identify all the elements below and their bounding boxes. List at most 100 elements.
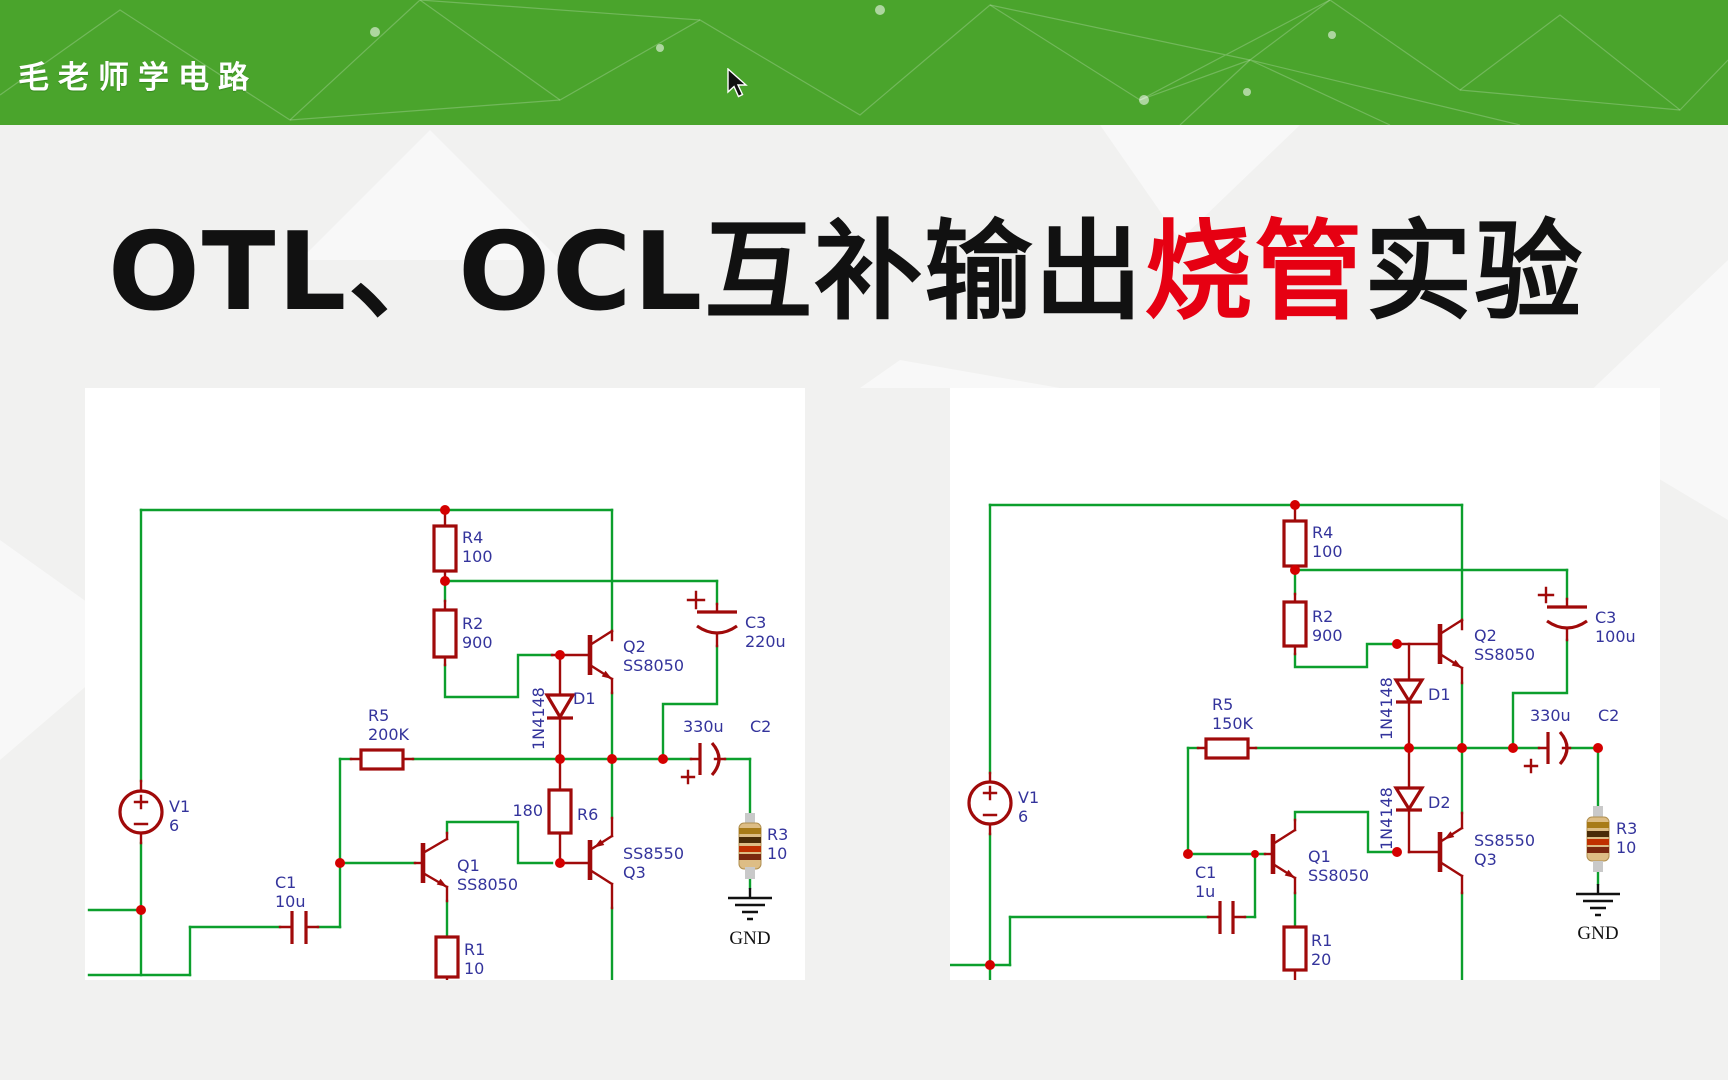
c3-name-label: C3 — [1595, 608, 1616, 627]
r1-name-label: R1 — [464, 940, 485, 959]
v1-name-label: V1 — [1018, 788, 1039, 807]
diode-D2: D2 1N4148 — [1377, 746, 1451, 854]
c2-value-label: 330u — [683, 717, 724, 736]
r4-value-label: 100 — [462, 547, 493, 566]
c1-value-label: 10u — [275, 892, 306, 911]
resistor-R3-photo: R3 10 — [738, 813, 788, 879]
gnd-label: GND — [729, 928, 770, 949]
resistor-R1: R1 20 — [1282, 925, 1332, 980]
title-suffix: 实验 — [1364, 210, 1585, 335]
capacitor-C3: C3 100u — [1537, 586, 1636, 646]
diode-D1: D1 1N4148 — [1377, 642, 1451, 750]
c2-name-label: C2 — [750, 717, 771, 736]
d1-value-label: 1N4148 — [529, 687, 548, 750]
right-junction-dots — [985, 500, 1603, 970]
transistor-Q2: Q2 SS8050 — [1395, 618, 1535, 685]
c3-value-label: 220u — [745, 632, 786, 651]
header-band: 毛老师学电路 — [0, 0, 1728, 125]
right-circuit-schematic: V1 6 R4 100 R2 900 C3 100u — [950, 500, 1637, 980]
c1-name-label: C1 — [1195, 863, 1216, 882]
transistor-Q3: SS8550 Q3 — [1407, 811, 1535, 895]
r4-name-label: R4 — [1312, 523, 1333, 542]
q3-name-label: Q3 — [623, 863, 646, 882]
resistor-R5: R5 200K — [349, 706, 415, 771]
resistor-R4: R4 100 — [432, 508, 493, 583]
resistor-R1: R1 10 — [434, 935, 485, 980]
c1-value-label: 1u — [1195, 882, 1215, 901]
d1-name-label: D1 — [573, 689, 596, 708]
transistor-Q1: Q1 SS8050 — [413, 831, 518, 903]
v1-name-label: V1 — [169, 797, 190, 816]
left-junction-dots — [136, 505, 668, 915]
capacitor-C2: 330u C2 — [680, 717, 771, 785]
d1-name-label: D1 — [1428, 685, 1451, 704]
d2-value-label: 1N4148 — [1377, 787, 1396, 850]
d2-name-label: D2 — [1428, 793, 1451, 812]
r6-value-label: 180 — [512, 801, 543, 820]
r3-value-label: 10 — [767, 844, 787, 863]
left-circuit-wires — [87, 508, 752, 980]
r3-name-label: R3 — [767, 825, 788, 844]
r5-value-label: 200K — [368, 725, 410, 744]
capacitor-C2: 330u C2 — [1523, 706, 1619, 774]
q2-name-label: Q2 — [1474, 626, 1497, 645]
c1-name-label: C1 — [275, 873, 296, 892]
q1-value-label: SS8050 — [1308, 866, 1369, 885]
r2-name-label: R2 — [462, 614, 483, 633]
right-circuit-panel: V1 6 R4 100 R2 900 C3 100u — [950, 388, 1660, 980]
q3-value-label: SS8550 — [1474, 831, 1535, 850]
resistor-R4: R4 100 — [1282, 503, 1343, 572]
right-circuit-wires — [950, 503, 1600, 980]
q2-name-label: Q2 — [623, 637, 646, 656]
c3-name-label: C3 — [745, 613, 766, 632]
q1-name-label: Q1 — [457, 856, 480, 875]
resistor-R2: R2 900 — [432, 599, 493, 667]
r1-value-label: 10 — [464, 959, 484, 978]
left-circuit-panel: V1 6 R4 100 R2 900 C3 220u — [85, 388, 805, 980]
resistor-R6: 180 R6 — [512, 757, 598, 865]
r3-name-label: R3 — [1616, 819, 1637, 838]
q1-name-label: Q1 — [1308, 847, 1331, 866]
ground-symbol: GND — [728, 888, 772, 949]
channel-logo-text: 毛老师学电路 — [18, 60, 258, 96]
r1-name-label: R1 — [1311, 931, 1332, 950]
capacitor-C3: C3 220u — [686, 590, 786, 651]
resistor-R5: R5 150K — [1196, 695, 1258, 760]
q1-value-label: SS8050 — [457, 875, 518, 894]
voltage-source-V1: V1 6 — [118, 779, 190, 845]
transistor-Q3: SS8550 Q3 — [558, 816, 684, 910]
c2-name-label: C2 — [1598, 706, 1619, 725]
diode-D1: D1 1N4148 — [529, 653, 596, 761]
c2-value-label: 330u — [1530, 706, 1571, 725]
v1-value-label: 6 — [169, 816, 179, 835]
r6-name-label: R6 — [577, 805, 598, 824]
r5-name-label: R5 — [1212, 695, 1233, 714]
resistor-R2: R2 900 — [1282, 592, 1343, 656]
r2-value-label: 900 — [462, 633, 493, 652]
title-prefix: OTL、OCL互补输出 — [108, 210, 1145, 335]
transistor-Q2: Q2 SS8050 — [550, 629, 684, 695]
title-highlight: 烧管 — [1144, 210, 1365, 335]
left-circuit-schematic: V1 6 R4 100 R2 900 C3 220u — [87, 505, 788, 980]
r1-value-label: 20 — [1311, 950, 1331, 969]
r2-name-label: R2 — [1312, 607, 1333, 626]
capacitor-C1: C1 1u — [1195, 863, 1247, 934]
c3-value-label: 100u — [1595, 627, 1636, 646]
v1-value-label: 6 — [1018, 807, 1028, 826]
gnd-label: GND — [1577, 923, 1618, 944]
header-polygon-pattern — [0, 0, 1728, 125]
voltage-source-V1: V1 6 — [967, 771, 1039, 836]
q3-name-label: Q3 — [1474, 850, 1497, 869]
r3-value-label: 10 — [1616, 838, 1636, 857]
r4-value-label: 100 — [1312, 542, 1343, 561]
r4-name-label: R4 — [462, 528, 483, 547]
r5-value-label: 150K — [1212, 714, 1254, 733]
q3-value-label: SS8550 — [623, 844, 684, 863]
r2-value-label: 900 — [1312, 626, 1343, 645]
capacitor-C1: C1 10u — [275, 873, 320, 944]
ground-symbol: GND — [1576, 884, 1620, 944]
q2-value-label: SS8050 — [623, 656, 684, 675]
q2-value-label: SS8050 — [1474, 645, 1535, 664]
transistor-Q1: Q1 SS8050 — [1263, 818, 1369, 895]
